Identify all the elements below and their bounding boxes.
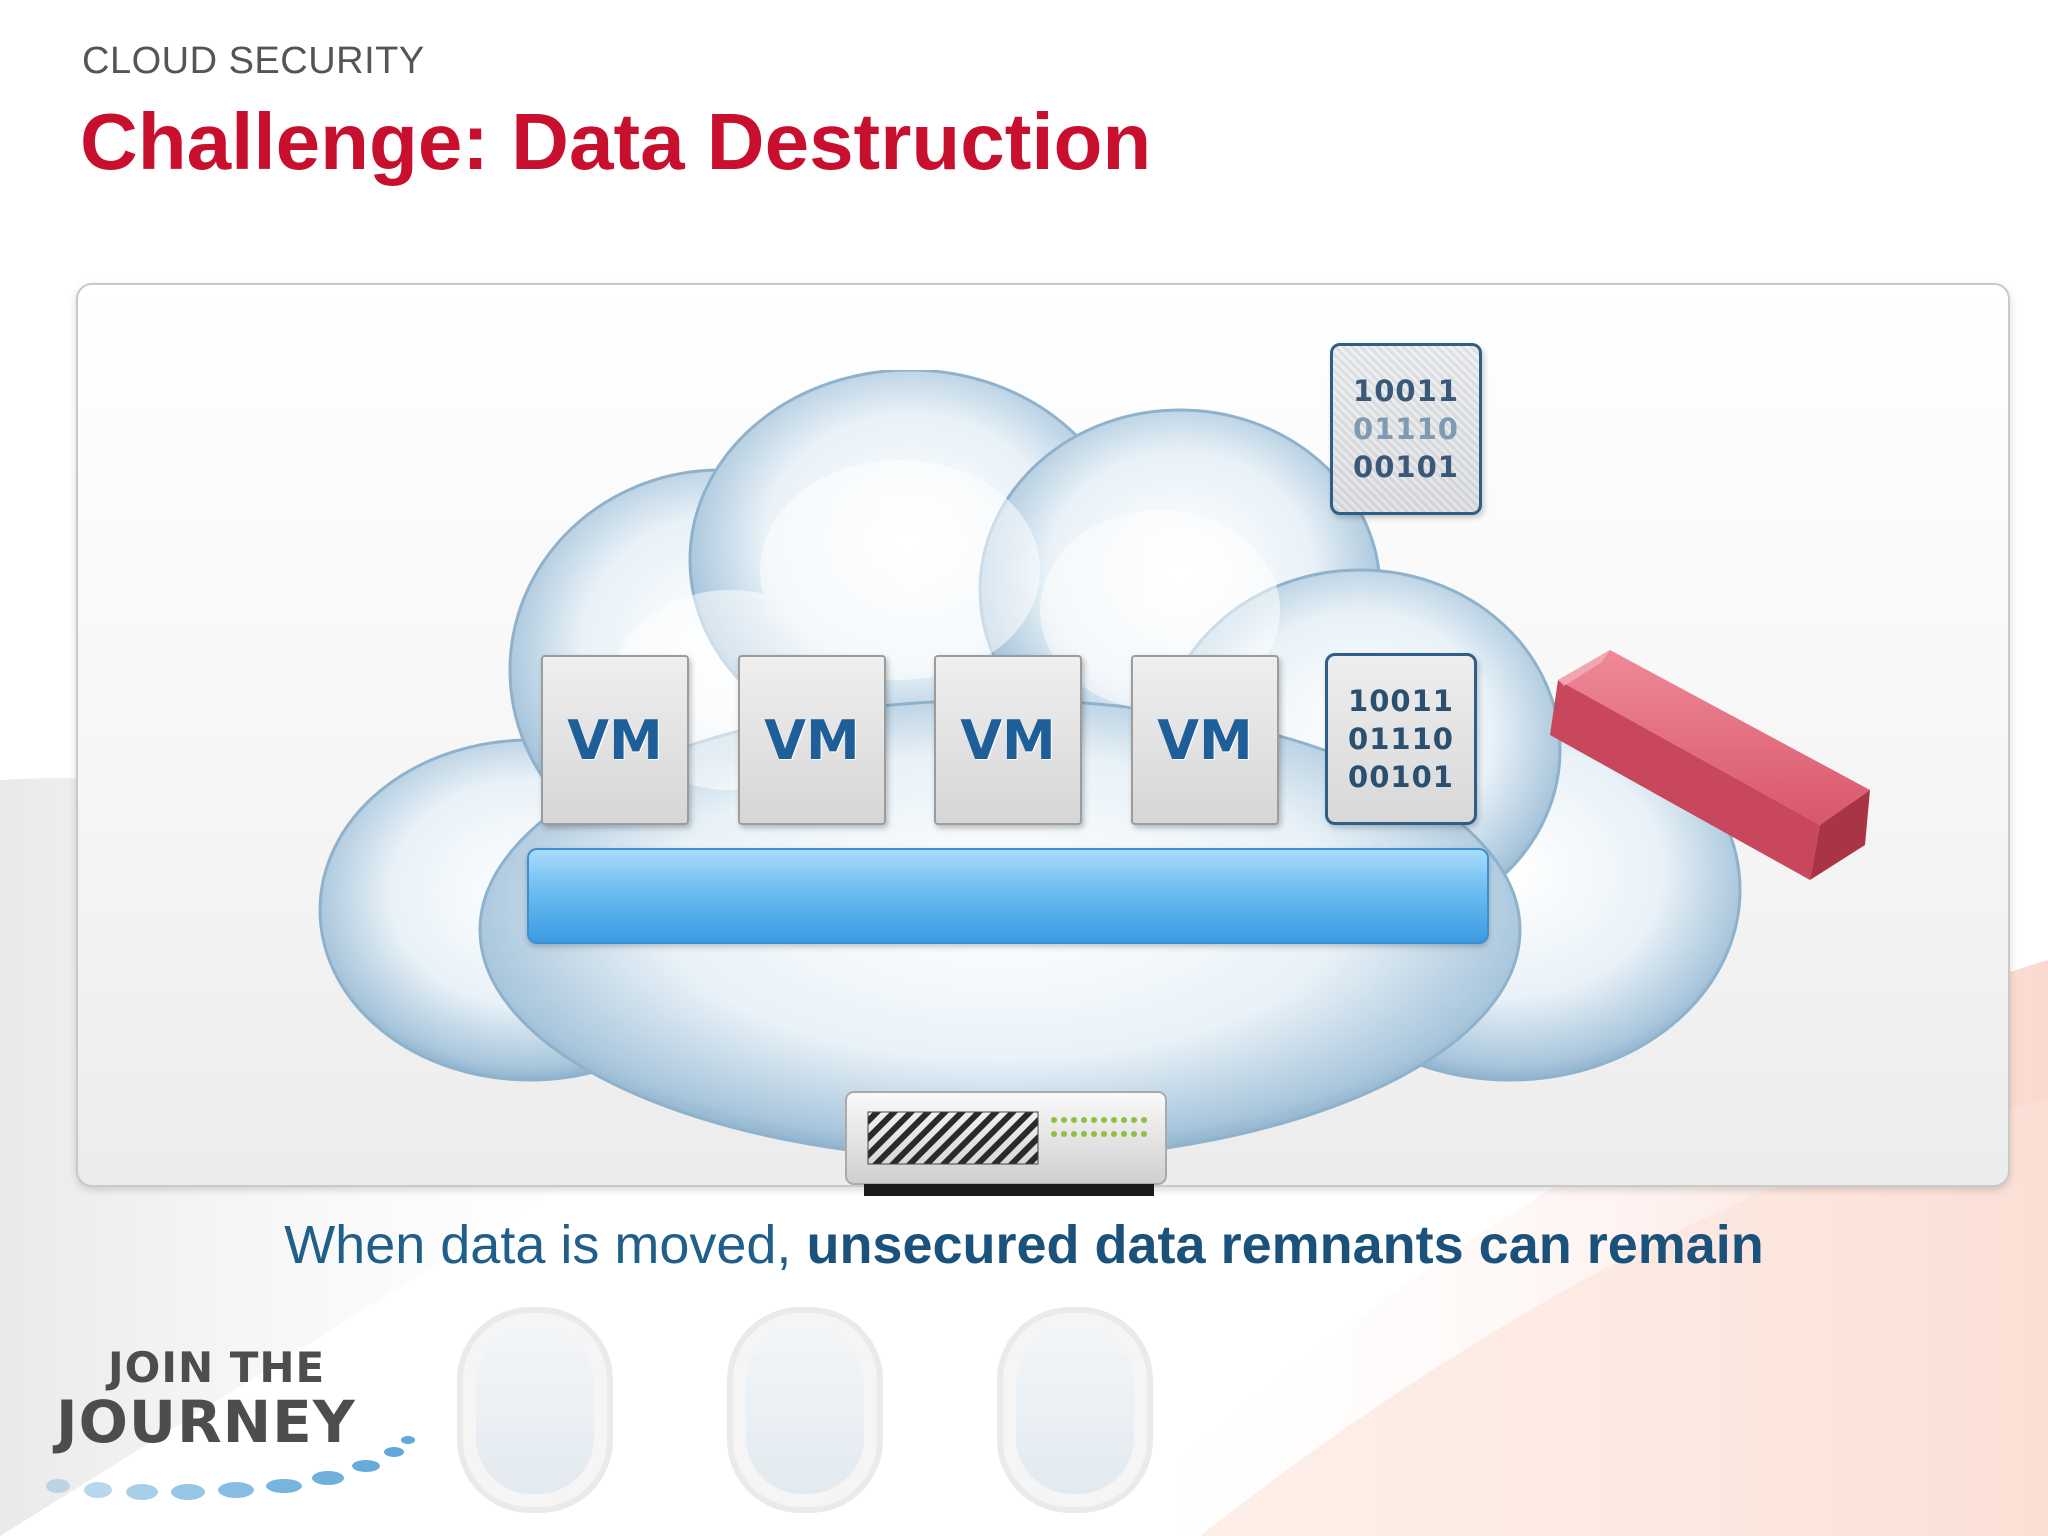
vm-label: VM	[764, 708, 860, 772]
vm-box: VM	[1131, 655, 1279, 825]
data-line: 10011	[1348, 684, 1454, 718]
server-icon	[845, 1091, 1167, 1196]
airplane-windows-decoration	[457, 1307, 1153, 1513]
shared-storage-bar	[527, 848, 1489, 944]
remnant-line: 10011	[1353, 374, 1459, 408]
brand-line-1: JOIN THE	[108, 1343, 326, 1392]
vm-box: VM	[541, 655, 689, 825]
brand-logo: JOIN THE JOURNEY	[56, 1343, 356, 1456]
vm-label: VM	[960, 708, 1056, 772]
section-eyebrow: CLOUD SECURITY	[82, 40, 425, 82]
caption-prefix: When data is moved,	[284, 1215, 807, 1275]
caption-emphasis: unsecured data remnants can remain	[806, 1215, 1764, 1275]
data-remnant-block: 10011 01110 00101	[1330, 343, 1482, 515]
slide-title: Challenge: Data Destruction	[80, 97, 1152, 186]
slide-caption: When data is moved, unsecured data remna…	[0, 1214, 2048, 1276]
eraser-icon	[1550, 650, 1870, 880]
data-line: 00101	[1348, 760, 1454, 794]
brand-swirl-dots	[46, 1436, 415, 1500]
data-block: 10011 01110 00101	[1325, 653, 1477, 825]
remnant-line: 00101	[1353, 450, 1459, 484]
brand-line-2: JOURNEY	[56, 1388, 356, 1456]
data-line: 01110	[1348, 722, 1454, 756]
vm-box: VM	[738, 655, 886, 825]
vm-label: VM	[567, 708, 663, 772]
vm-box: VM	[934, 655, 1082, 825]
vm-label: VM	[1157, 708, 1253, 772]
remnant-line: 01110	[1353, 412, 1459, 446]
